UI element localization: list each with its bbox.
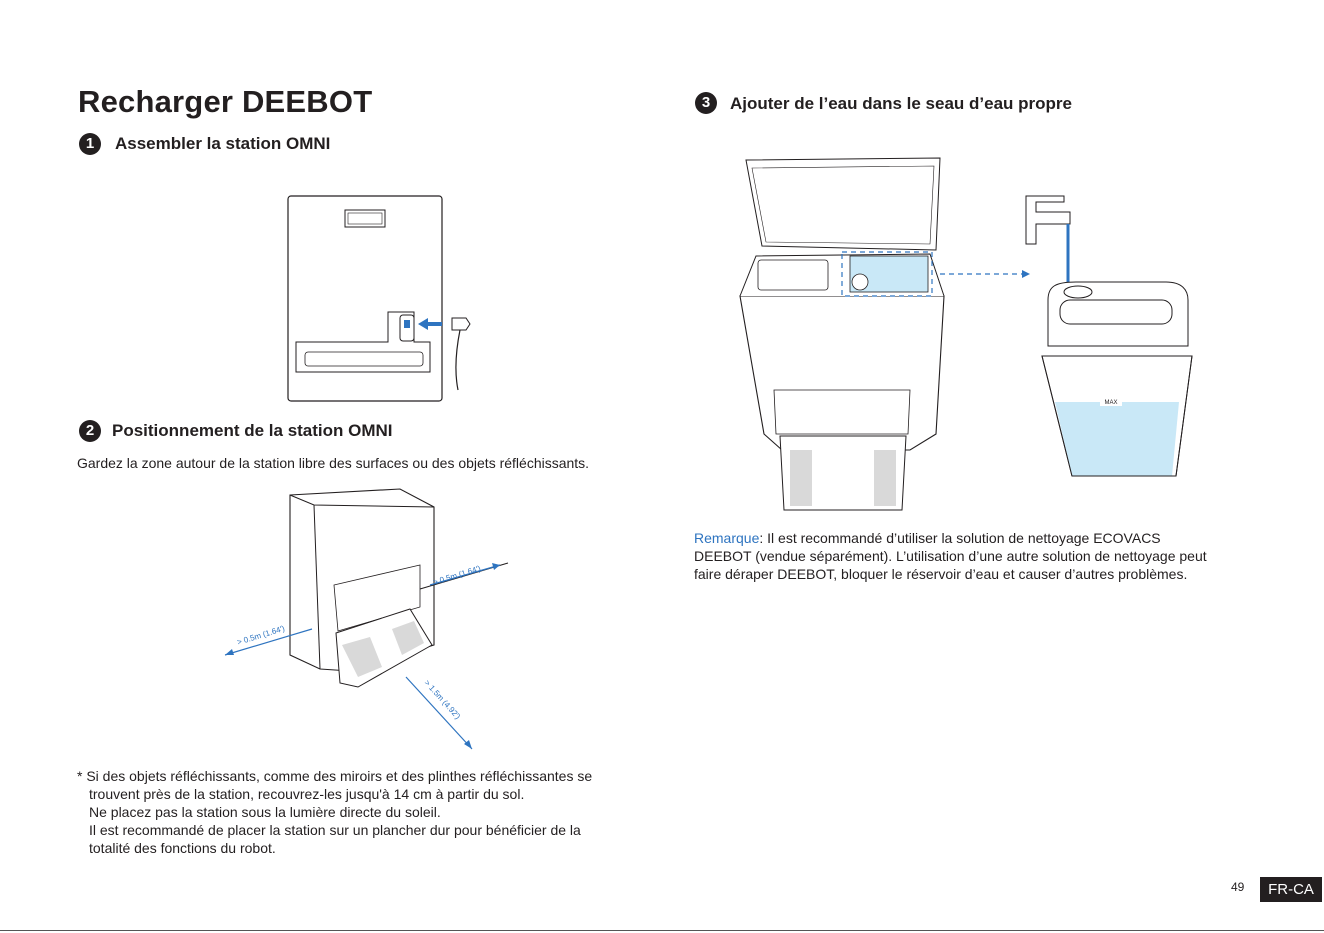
water-tank-illustration: MAX: [1041, 281, 1193, 477]
placement-footnote: * Si des objets réfléchissants, comme de…: [77, 767, 592, 857]
station-water-illustration: MAX: [739, 157, 1193, 511]
cleaning-solution-note: Remarque: Il est recommandé d’utiliser l…: [694, 529, 1207, 583]
max-mark: MAX: [1104, 400, 1117, 406]
step-2-heading: Positionnement de la station OMNI: [112, 421, 393, 440]
left-clearance-label: > 0.5m (1.64'): [236, 624, 286, 647]
note-line: faire déraper DEEBOT, bloquer le réservo…: [694, 566, 1188, 582]
language-badge: FR-CA: [1260, 877, 1322, 902]
page-title: Recharger DEEBOT: [78, 84, 373, 119]
right-clearance-label: > 0.5m (1.64'): [432, 564, 482, 587]
bottom-rule: [0, 930, 1324, 931]
footnote-line: Ne placez pas la station sous la lumière…: [89, 804, 441, 820]
page-number: 49: [1231, 880, 1245, 894]
power-plug-icon: [418, 317, 471, 391]
step-3-heading: Ajouter de l’eau dans le seau d’eau prop…: [730, 94, 1072, 113]
step-3-badge: 3: [695, 92, 717, 114]
footnote-line: Il est recommandé de placer la station s…: [89, 822, 581, 838]
footnote-line: totalité des fonctions du robot.: [89, 840, 276, 856]
note-line: : Il est recommandé d’utiliser la soluti…: [759, 530, 1161, 546]
placement-description: Gardez la zone autour de la station libr…: [77, 455, 590, 471]
footnote-line: * Si des objets réfléchissants, comme de…: [77, 768, 593, 784]
front-clearance-label: > 1.5m (4.92'): [423, 678, 463, 721]
note-line: DEEBOT (vendue séparément). L’utilisatio…: [694, 548, 1207, 564]
step-1-badge: 1: [79, 133, 101, 155]
station-back-illustration: [287, 195, 471, 402]
step-2-badge: 2: [79, 420, 101, 442]
note-label: Remarque: [694, 530, 760, 546]
step-1-heading: Assembler la station OMNI: [115, 134, 331, 153]
footnote-line: trouvent près de la station, recouvrez-l…: [89, 786, 525, 802]
water-tap-icon: [1025, 195, 1071, 288]
station-placement-illustration: > 0.5m (1.64') > 0.5m (1.64') > 1.5m (4.…: [224, 488, 509, 750]
